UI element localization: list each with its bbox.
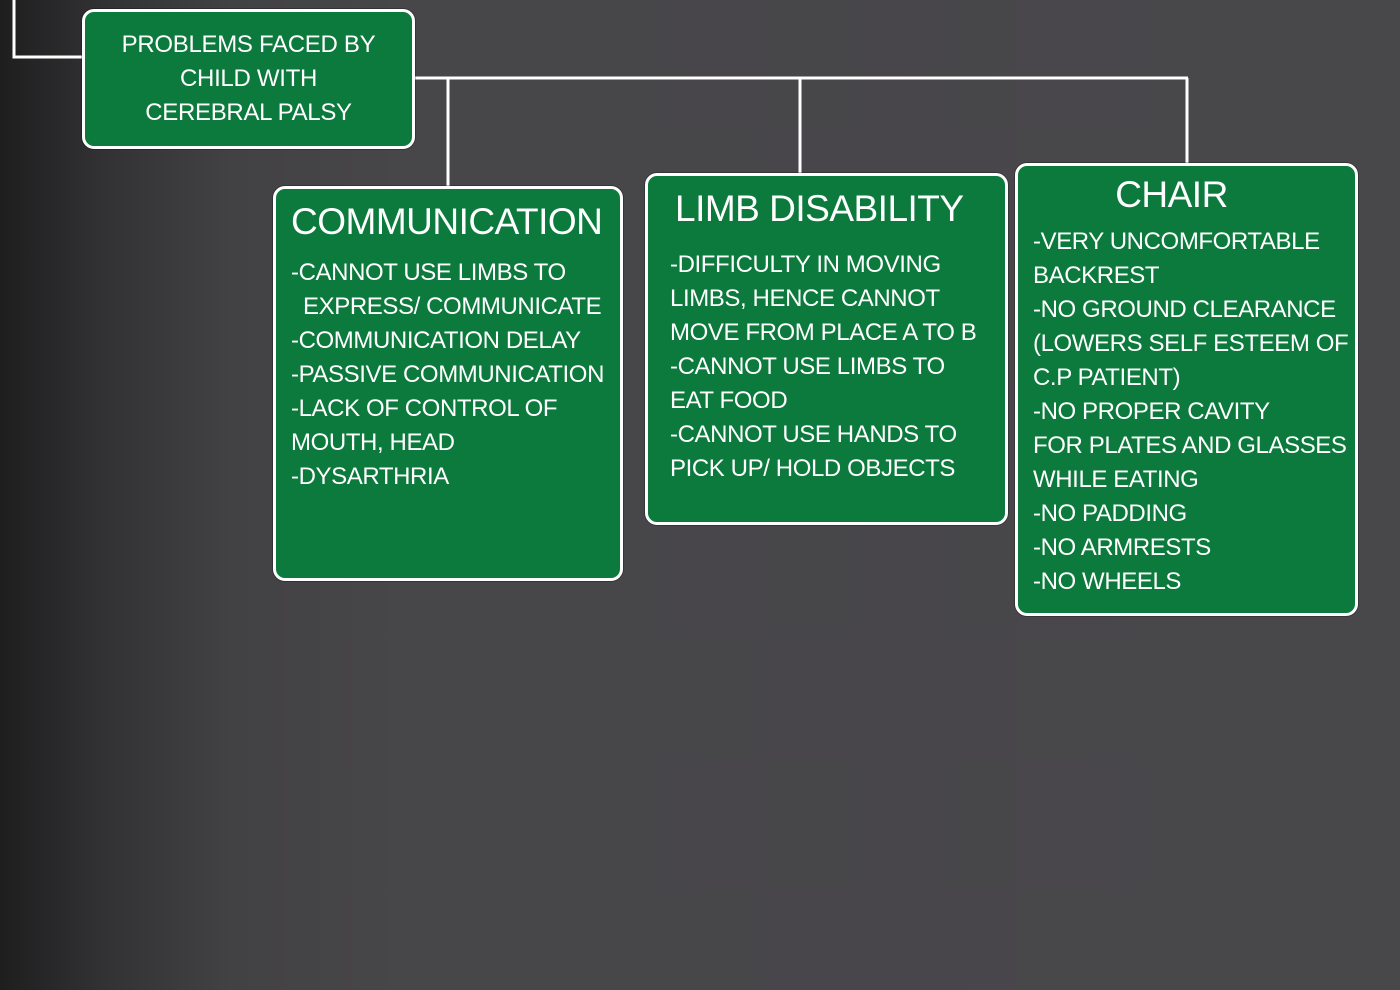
connector-root-left [12, 0, 84, 59]
list-item: MOUTH, HEAD [291, 429, 455, 456]
list-item: -NO ARMRESTS [1033, 534, 1211, 561]
list-item: -NO PROPER CAVITY [1033, 398, 1270, 425]
limb-disability-node: LIMB DISABILITY -DIFFICULTY IN MOVING LI… [645, 173, 1008, 525]
list-item: -NO WHEELS [1033, 568, 1182, 595]
list-item: -NO GROUND CLEARANCE [1033, 296, 1336, 323]
limb-disability-title: LIMB DISABILITY [675, 188, 964, 229]
chair-items: -VERY UNCOMFORTABLE BACKREST -NO GROUND … [1033, 225, 1349, 599]
list-item: MOVE FROM PLACE A TO B [670, 319, 977, 346]
list-item: -LACK OF CONTROL OF [291, 395, 558, 422]
list-item: EAT FOOD [670, 387, 788, 414]
communication-items: -CANNOT USE LIMBS TO EXPRESS/ COMMUNICAT… [291, 256, 604, 494]
limb-disability-items: -DIFFICULTY IN MOVING LIMBS, HENCE CANNO… [670, 248, 977, 486]
list-item: WHILE EATING [1033, 466, 1199, 493]
list-item: -CANNOT USE LIMBS TO [670, 353, 945, 380]
chair-node: CHAIR -VERY UNCOMFORTABLE BACKREST -NO G… [1015, 163, 1358, 616]
root-node: PROBLEMS FACED BY CHILD WITH CEREBRAL PA… [82, 9, 415, 149]
root-title-line: PROBLEMS FACED BY [121, 31, 376, 58]
list-item: EXPRESS/ COMMUNICATE [303, 293, 602, 320]
list-item: -PASSIVE COMMUNICATION [291, 361, 604, 388]
list-item: BACKREST [1033, 262, 1160, 289]
list-item: -COMMUNICATION DELAY [291, 327, 581, 354]
list-item: -DIFFICULTY IN MOVING [670, 251, 941, 278]
list-item: -NO PADDING [1033, 500, 1187, 527]
list-item: PICK UP/ HOLD OBJECTS [670, 455, 955, 482]
communication-title: COMMUNICATION [291, 201, 603, 242]
list-item: (LOWERS SELF ESTEEM OF [1033, 330, 1349, 357]
list-item: -VERY UNCOMFORTABLE [1033, 228, 1320, 255]
list-item: -DYSARTHRIA [291, 463, 449, 490]
list-item: C.P PATIENT) [1033, 364, 1181, 391]
list-item: FOR PLATES AND GLASSES [1033, 432, 1347, 459]
chair-title: CHAIR [1115, 174, 1228, 215]
communication-node: COMMUNICATION -CANNOT USE LIMBS TO EXPRE… [273, 186, 623, 581]
list-item: -CANNOT USE HANDS TO [670, 421, 957, 448]
root-title-line: CHILD WITH [180, 65, 317, 92]
list-item: -CANNOT USE LIMBS TO [291, 259, 566, 286]
list-item: LIMBS, HENCE CANNOT [670, 285, 940, 312]
root-title-line: CEREBRAL PALSY [145, 99, 352, 126]
